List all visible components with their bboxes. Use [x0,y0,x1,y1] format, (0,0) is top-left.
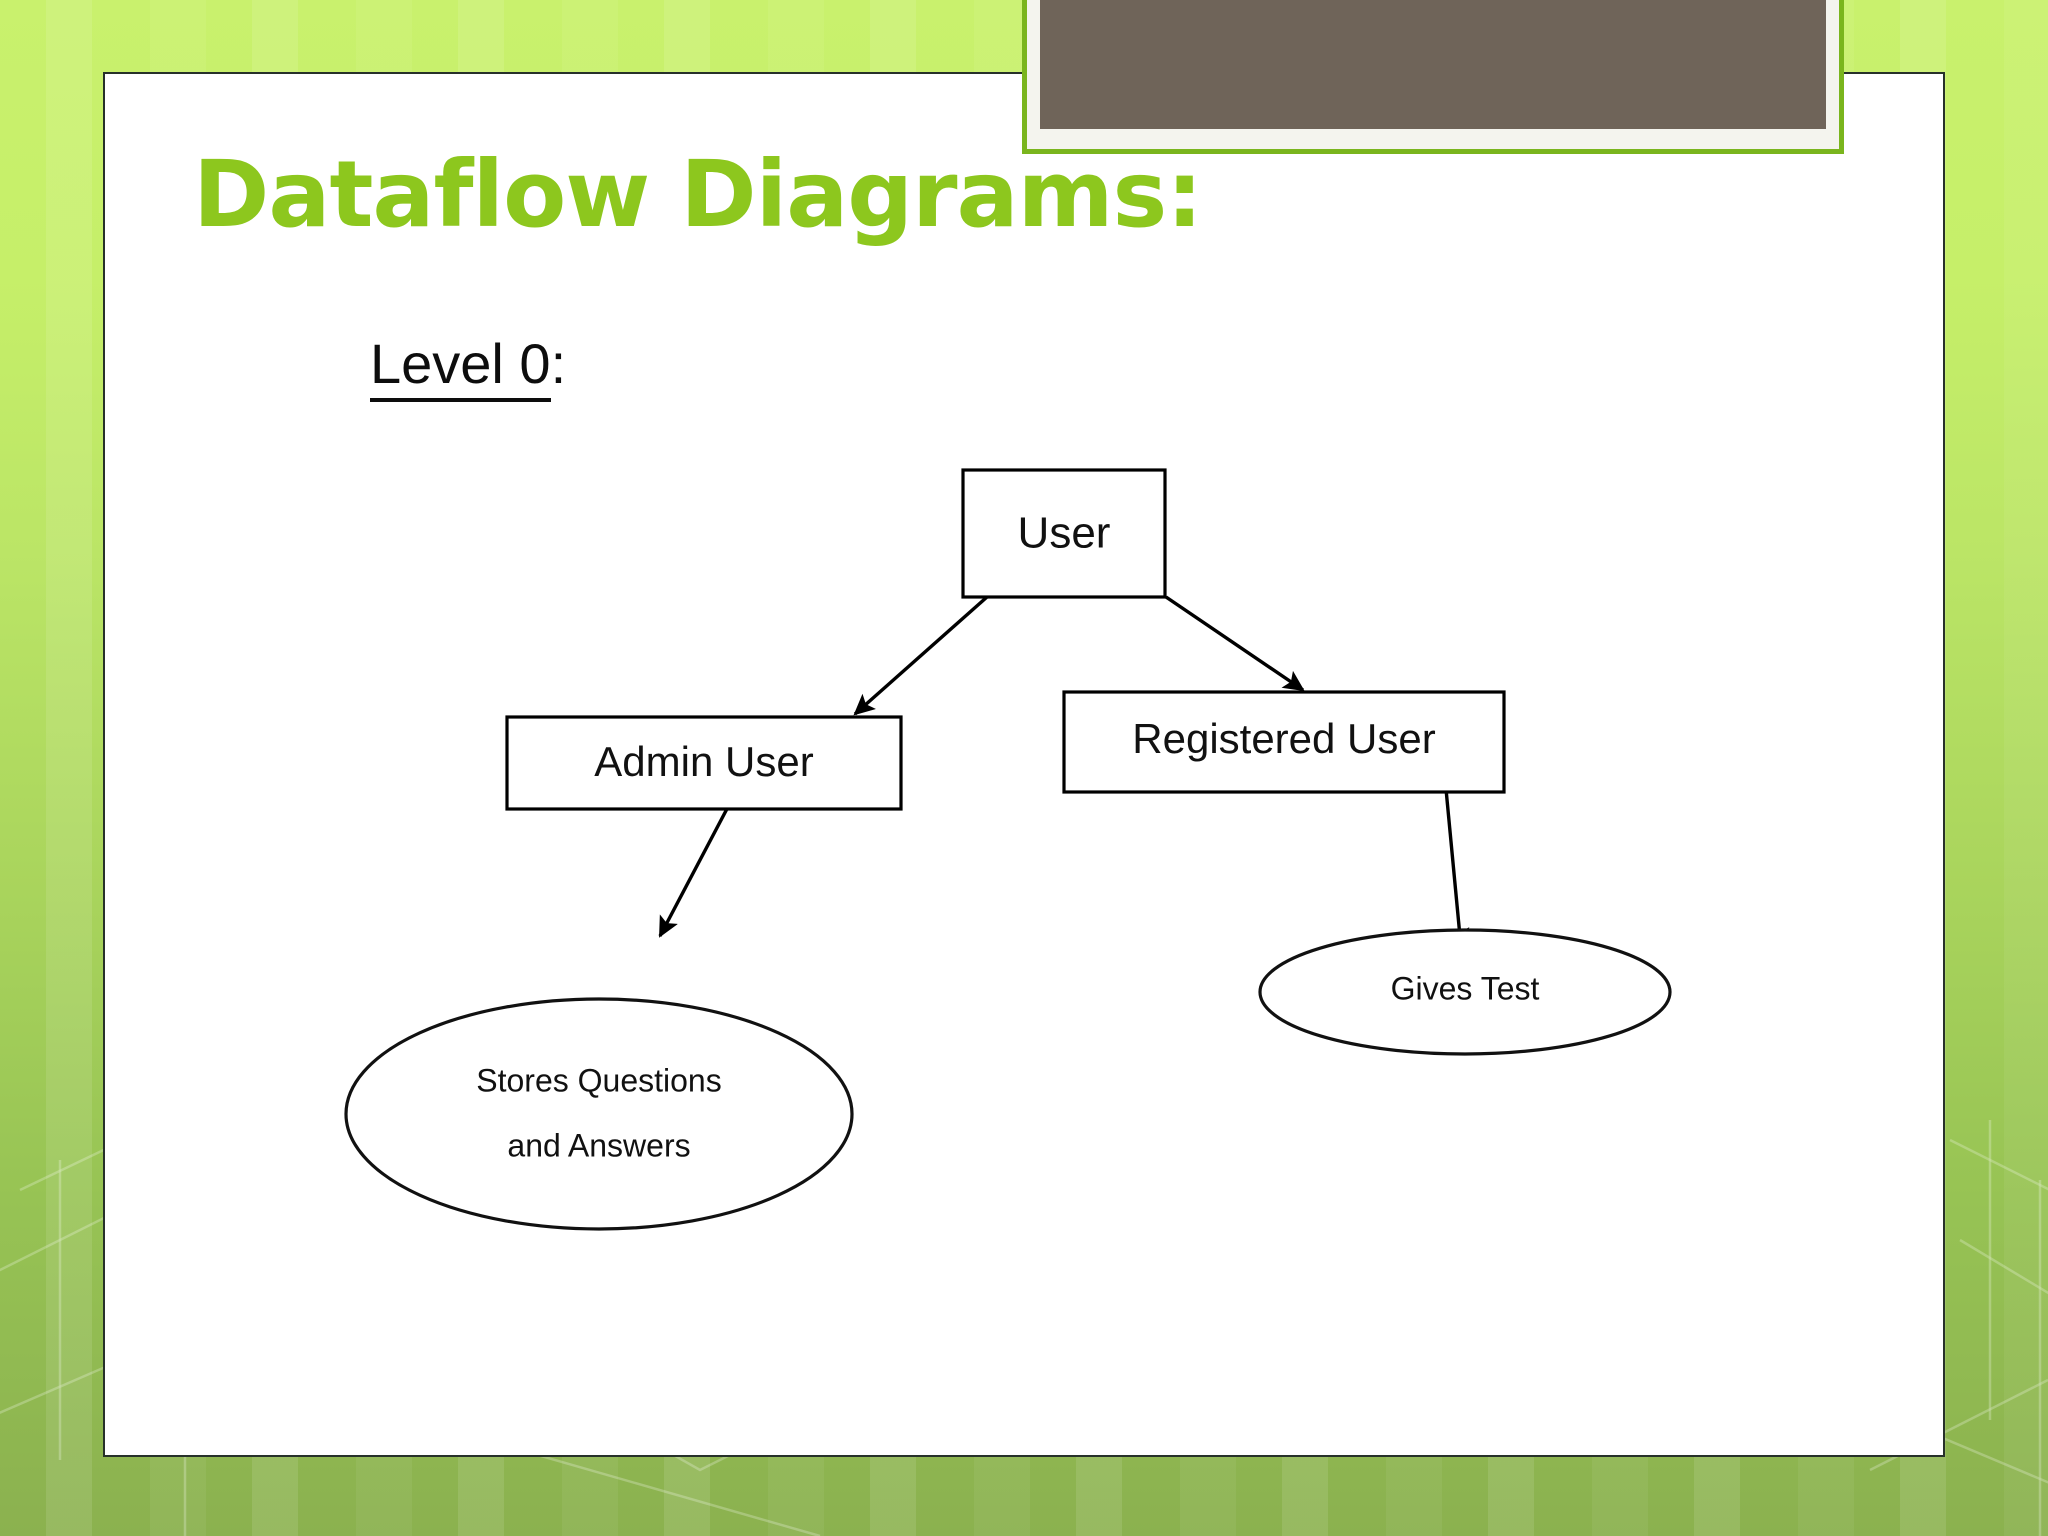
photo-placeholder [1040,0,1826,129]
section-label: Level 0: [370,332,567,402]
node-stores-label-line-2: and Answers [507,1127,690,1163]
edge-admin-user-to-stores [658,785,741,938]
node-admin-user-label: Admin User [594,738,813,785]
node-stores-label-line-1: Stores Questions [476,1062,721,1098]
edge-user-to-registered-user [1165,595,1305,692]
node-user-label: User [1018,509,1111,558]
section-label-underlined-text: Level 0 [370,332,551,402]
section-label-suffix: : [550,332,567,395]
node-registered-user-label: Registered User [1132,715,1435,762]
page-title: Dataflow Diagrams: [193,141,1203,248]
node-gives-test[interactable]: Gives Test [1258,928,1672,1056]
node-gives-test-label: Gives Test [1391,970,1540,1006]
node-admin-user[interactable]: Admin User [505,715,903,811]
node-registered-user[interactable]: Registered User [1062,690,1506,794]
decorative-photo-frame [1022,0,1844,154]
dataflow-diagram: User Admin User Registered User Stores Q… [103,72,1945,1457]
node-stores-questions-and-answers[interactable]: Stores Questions and Answers [344,997,854,1231]
slide-content-panel [103,72,1945,1457]
node-user[interactable]: User [961,468,1167,599]
edge-user-to-admin-user [853,595,989,716]
edge-registered-user-to-gives-test [1444,788,1470,950]
